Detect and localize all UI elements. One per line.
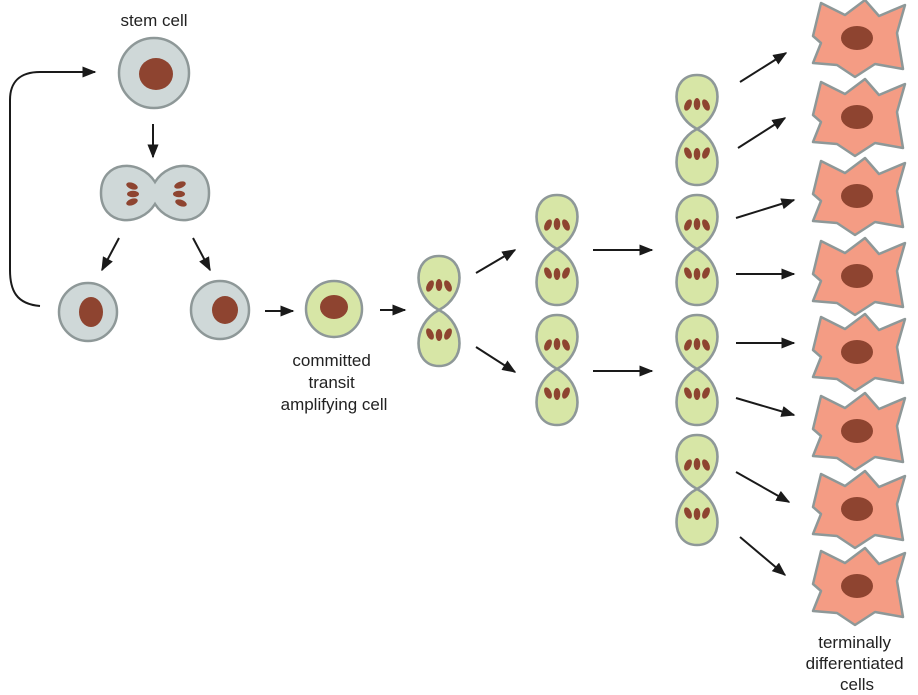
dividing-stem-cell — [99, 164, 211, 222]
differentiated-cell-5 — [811, 312, 907, 393]
arrow-to-differentiated-1 — [739, 52, 788, 83]
arrow-to-differentiated-8 — [739, 536, 787, 576]
arrow-gen1-to-gen2-top — [475, 249, 517, 274]
differentiated-cell-1 — [811, 0, 907, 79]
dividing-transit-cell-gen3-3 — [675, 313, 719, 427]
differentiated-cell-7 — [811, 469, 907, 550]
dividing-transit-cell-gen3-1 — [675, 73, 719, 187]
differentiated-cell-4 — [811, 236, 907, 317]
transit-cell-label: committed transit amplifying cell — [281, 351, 388, 414]
differentiated-cell-3 — [811, 156, 907, 237]
daughter-stem-cell-left — [57, 281, 119, 343]
dividing-transit-cell-gen2-bottom — [535, 313, 579, 427]
differentiated-cell-2 — [811, 77, 907, 158]
differentiated-cells — [811, 0, 907, 627]
differentiated-cell-8 — [811, 546, 907, 627]
stem-cell-label: stem cell — [120, 11, 187, 30]
arrow-to-differentiated-7 — [735, 471, 791, 503]
differentiated-cells-label: terminally differentiated cells — [806, 633, 909, 694]
arrow-to-daughter-left — [101, 237, 120, 272]
arrow-gen1-to-gen2-bottom — [475, 346, 517, 373]
dividing-transit-cell-gen1 — [417, 254, 461, 368]
arrow-to-differentiated-6 — [735, 397, 796, 417]
dividing-transit-cell-gen2-top — [535, 193, 579, 307]
stem-cell — [117, 36, 191, 110]
arrow-to-daughter-right — [192, 237, 211, 272]
self-renewal-arrow — [9, 66, 97, 307]
differentiated-cell-6 — [811, 391, 907, 472]
dividing-transit-cells — [417, 73, 719, 547]
daughter-stem-cell-right — [189, 279, 251, 341]
arrow-to-differentiated-2 — [737, 117, 787, 149]
dividing-transit-cell-gen3-2 — [675, 193, 719, 307]
arrow-to-differentiated-3 — [735, 198, 796, 219]
dividing-transit-cell-gen3-4 — [675, 433, 719, 547]
transit-amplifying-cell — [304, 279, 364, 339]
